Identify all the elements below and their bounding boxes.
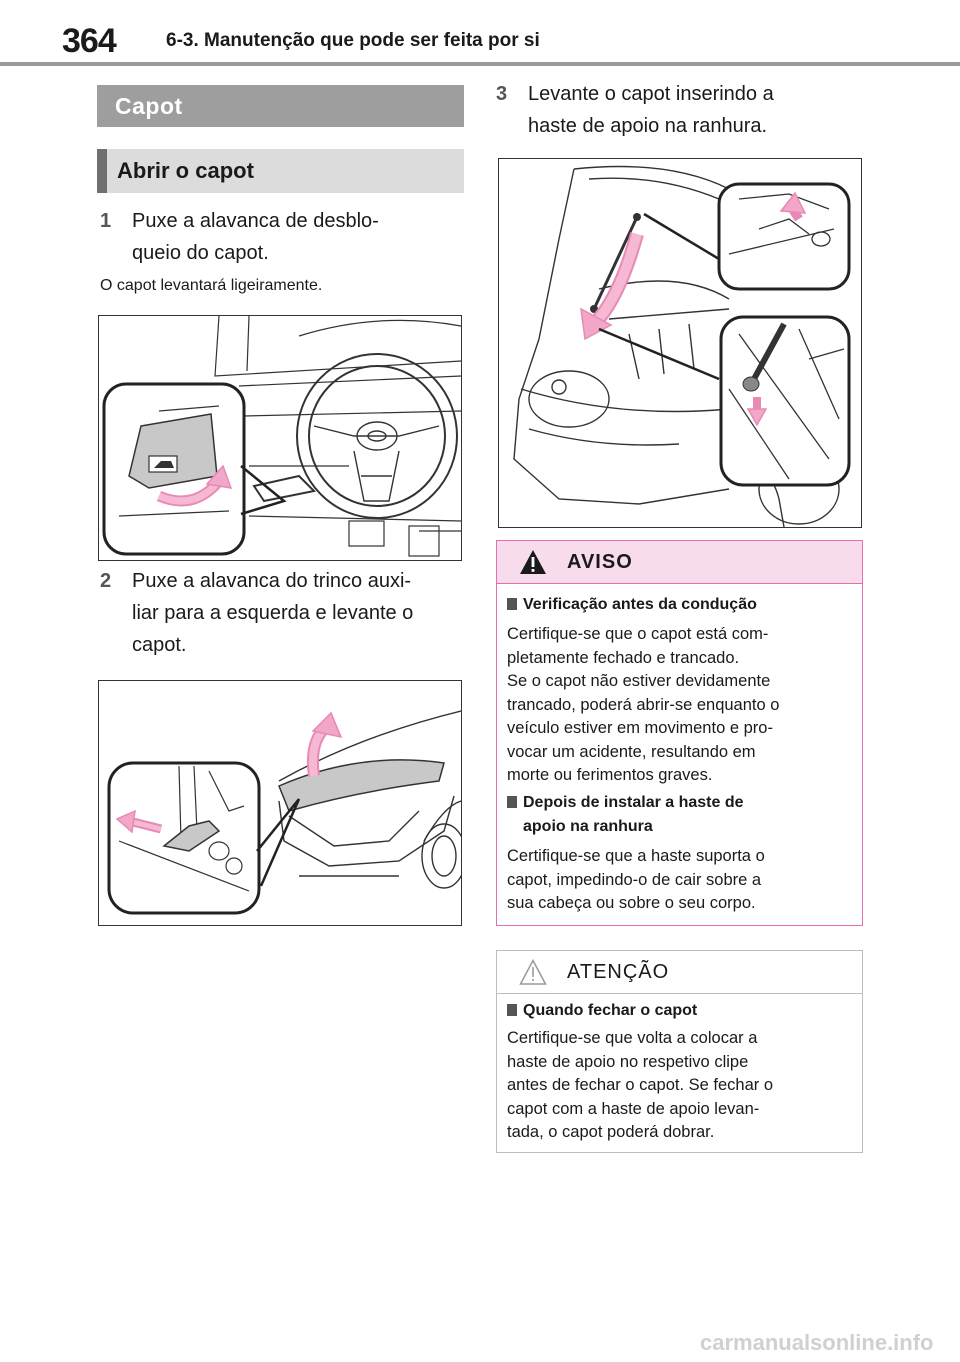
subsection-title: Abrir o capot xyxy=(97,149,464,193)
caution-item-heading: Quando fechar o capot xyxy=(507,999,697,1023)
step-number: 3 xyxy=(496,83,508,105)
chapter-title: 6-3. Manutenção que pode ser feita por s… xyxy=(166,30,540,51)
warning-item-heading: Verificação antes da condução xyxy=(507,593,757,617)
zoom-callout-top xyxy=(717,182,851,291)
warning-item-text: Certifique-se que o capot está com- plet… xyxy=(507,625,780,784)
left-arrow xyxy=(115,809,136,834)
caution-item-text: Certifique-se que volta a colocar a hast… xyxy=(507,1029,774,1141)
rod-arrow xyxy=(580,307,613,341)
warning-triangle-icon xyxy=(520,550,546,574)
car-hood-icon xyxy=(154,461,174,468)
step-text-line: Levante o capot inserindo a xyxy=(528,83,774,105)
watermark: carmanualsonline.info xyxy=(700,1330,934,1355)
warning-item-text: Certifique-se que a haste suporta o capo… xyxy=(507,847,765,912)
figure-auxiliary-catch-lever xyxy=(98,680,462,926)
step-1: 1 Puxe a alavanca de desblo- queio do ca… xyxy=(100,205,470,269)
caution-triangle-icon xyxy=(519,959,547,985)
warning-box: AVISO Verificação antes da condução Cert… xyxy=(496,540,863,926)
step-text-line: queio do capot. xyxy=(132,242,269,264)
bullet-square-icon xyxy=(507,598,517,610)
section-title: Capot xyxy=(97,85,464,127)
warning-header: AVISO xyxy=(497,541,862,584)
header-rule xyxy=(0,62,960,66)
figure-support-rod xyxy=(498,158,862,528)
step-number: 2 xyxy=(100,570,112,592)
up-arrow xyxy=(779,191,807,214)
step-3: 3 Levante o capot inserindo a haste de a… xyxy=(496,78,866,142)
step-text-line: Puxe a alavanca de desblo- xyxy=(132,210,379,232)
step-text-line: liar para a esquerda e levante o xyxy=(132,602,414,624)
catch-lever xyxy=(162,820,221,852)
warning-title: AVISO xyxy=(567,551,633,573)
bullet-square-icon xyxy=(507,1004,517,1016)
zoom-callout-bottom xyxy=(719,315,851,487)
step-number: 1 xyxy=(100,210,112,232)
step-1-note: O capot levantará ligeiramente. xyxy=(100,277,323,294)
rod-end xyxy=(751,322,787,381)
page-number: 364 xyxy=(62,22,117,60)
release-lever xyxy=(128,413,218,489)
pull-arrow xyxy=(205,464,233,489)
bullet-square-icon xyxy=(507,796,517,808)
step-text-line: haste de apoio na ranhura. xyxy=(528,115,768,137)
caution-box: ATENÇÃO Quando fechar o capot Certifique… xyxy=(496,950,863,1153)
step-text-line: Puxe a alavanca do trinco auxi- xyxy=(132,570,412,592)
down-arrow xyxy=(746,408,768,427)
step-text-line: capot. xyxy=(132,634,187,656)
caution-header: ATENÇÃO xyxy=(497,951,862,994)
caution-title: ATENÇÃO xyxy=(567,961,670,983)
support-rod xyxy=(592,216,639,310)
car-front-illustration xyxy=(107,710,461,915)
hood xyxy=(278,759,445,812)
dashboard-illustration xyxy=(102,316,461,557)
step-2: 2 Puxe a alavanca do trinco auxi- liar p… xyxy=(100,565,470,661)
figure-hood-release-lever xyxy=(98,315,462,561)
warning-item-heading: Depois de instalar a haste de apoio na r… xyxy=(507,791,744,839)
lift-arrow xyxy=(311,711,343,739)
open-hood-illustration xyxy=(513,165,851,527)
